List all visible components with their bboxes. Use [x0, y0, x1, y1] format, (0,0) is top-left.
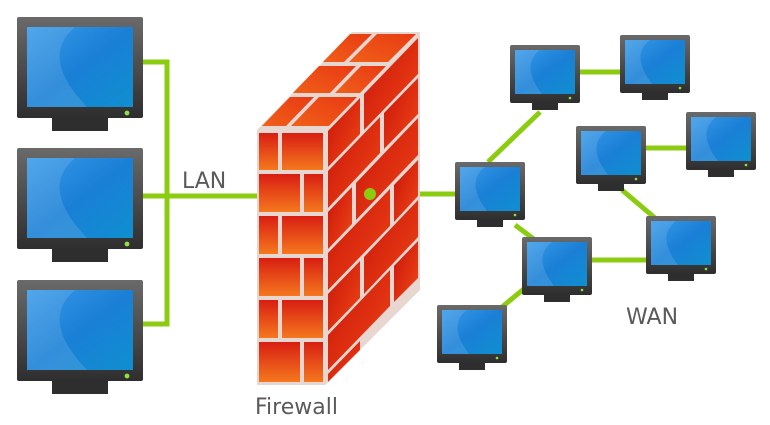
- wan-pc-g-monitor-icon[interactable]: [646, 216, 716, 281]
- wan-computers: [437, 35, 756, 370]
- firewall-front-bricks: [259, 133, 323, 382]
- link-f-h: [500, 286, 527, 309]
- wan-pc-c-monitor-icon[interactable]: [455, 162, 525, 227]
- lan-pc-2-monitor-icon[interactable]: [17, 148, 143, 262]
- lan-pc-3-monitor-icon[interactable]: [17, 280, 143, 394]
- lan-link-pc-1: [143, 59, 170, 327]
- wan-pc-d-monitor-icon[interactable]: [576, 126, 646, 191]
- lan-pc-1-monitor-icon[interactable]: [17, 17, 143, 131]
- lan-links: [143, 59, 258, 327]
- firewall-label: Firewall: [255, 395, 338, 420]
- firewall-top-bricks: [262, 34, 416, 126]
- wan-pc-h-monitor-icon[interactable]: [437, 305, 507, 370]
- link-d-g: [620, 188, 657, 220]
- firewall-icon: [257, 32, 420, 385]
- wan-pc-e-monitor-icon[interactable]: [686, 112, 756, 177]
- lan-label: LAN: [182, 169, 226, 194]
- firewall-port-dot: [364, 188, 376, 200]
- lan-computers: [17, 17, 143, 394]
- wan-pc-a-monitor-icon[interactable]: [510, 45, 580, 110]
- link-c-a: [486, 110, 542, 164]
- wan-label: WAN: [626, 305, 678, 330]
- wan-pc-b-monitor-icon[interactable]: [620, 35, 690, 100]
- wan-pc-f-monitor-icon[interactable]: [522, 237, 592, 302]
